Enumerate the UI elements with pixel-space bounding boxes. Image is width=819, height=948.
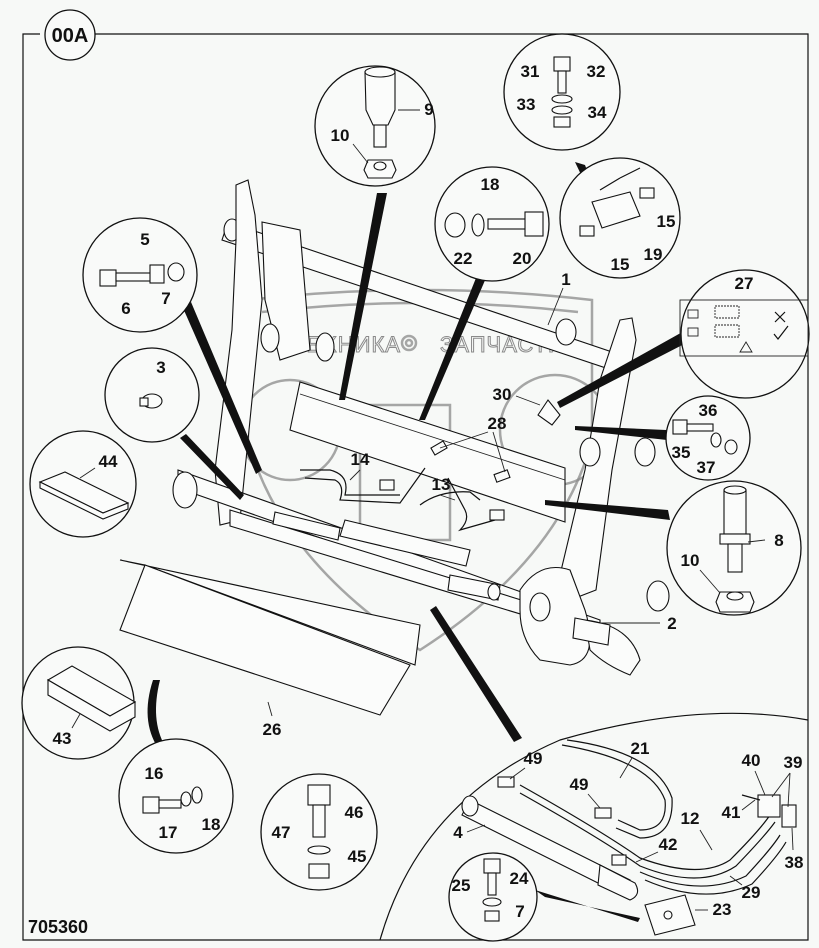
- callout-43: 43: [21, 646, 137, 760]
- label-4: 4: [453, 823, 463, 842]
- callout-24: 25 24 7: [448, 852, 538, 942]
- label-9: 9: [424, 100, 433, 119]
- label-1: 1: [561, 270, 570, 289]
- callout-19: 15 19 15: [559, 157, 681, 279]
- label-16: 16: [145, 764, 164, 783]
- label-15-right: 15: [657, 212, 676, 231]
- main-labels: 1 2 13 14 26 28 30: [263, 270, 677, 739]
- label-36: 36: [699, 401, 718, 420]
- drawing-frame: [22, 33, 809, 941]
- check-icon: [773, 325, 789, 340]
- label-42: 42: [659, 835, 678, 854]
- callout-3: 3: [104, 347, 200, 443]
- label-45: 45: [348, 847, 367, 866]
- bucket-detached-icon: [687, 309, 699, 319]
- label-38: 38: [785, 853, 804, 872]
- gear-icon: [400, 334, 418, 352]
- callout-5: 5 6 7: [82, 217, 198, 333]
- label-22: 22: [454, 249, 473, 268]
- callout-9: 9 10: [314, 65, 436, 187]
- quick-hitch-frame: [119, 179, 670, 716]
- label-27: 27: [735, 274, 754, 293]
- label-7-b: 7: [515, 902, 524, 921]
- label-8: 8: [774, 531, 783, 550]
- hose-kit-labels: 49 49 21 4 42 12 41 40 39 38 29 23: [453, 739, 803, 919]
- label-49-b: 49: [570, 775, 589, 794]
- callout-8: 8 10: [666, 480, 802, 616]
- callout-36: 36 35 37: [665, 395, 751, 481]
- label-49-a: 49: [524, 749, 543, 768]
- label-44: 44: [99, 452, 118, 471]
- section-badge: 00A: [44, 9, 96, 61]
- cross-icon: [774, 311, 786, 323]
- decal-27: [687, 305, 789, 353]
- hose-kit-detail: [379, 712, 809, 941]
- label-10-b: 10: [681, 551, 700, 570]
- label-41: 41: [722, 803, 741, 822]
- label-15-left: 15: [611, 255, 630, 274]
- label-13: 13: [432, 475, 451, 494]
- label-26: 26: [263, 720, 282, 739]
- callout-16: 16 17 18: [118, 738, 234, 854]
- bucket-attached-icon: [687, 327, 699, 337]
- label-12: 12: [681, 809, 700, 828]
- warning-triangle-icon: [739, 341, 753, 353]
- label-28: 28: [488, 414, 507, 433]
- label-29: 29: [742, 883, 761, 902]
- callout-pointers: [147, 162, 692, 922]
- label-18-b: 18: [202, 815, 221, 834]
- section-badge-text: 00A: [52, 25, 89, 47]
- drawing-number: 705360: [28, 917, 88, 937]
- label-20: 20: [513, 249, 532, 268]
- label-40: 40: [742, 751, 761, 770]
- label-24: 24: [510, 869, 529, 888]
- label-47: 47: [272, 823, 291, 842]
- callout-31: 31 32 33 34: [503, 33, 621, 151]
- callout-27: 27: [679, 269, 810, 399]
- label-33: 33: [517, 95, 536, 114]
- label-17: 17: [159, 823, 178, 842]
- label-46: 46: [345, 803, 364, 822]
- label-19: 19: [644, 245, 663, 264]
- label-5: 5: [140, 230, 149, 249]
- label-18: 18: [481, 175, 500, 194]
- label-21: 21: [631, 739, 650, 758]
- label-25: 25: [452, 876, 471, 895]
- label-7: 7: [161, 289, 170, 308]
- label-30: 30: [493, 385, 512, 404]
- callout-18: 18 22 20: [434, 166, 550, 282]
- callout-46: 46 47 45: [260, 773, 378, 891]
- label-6: 6: [121, 299, 130, 318]
- label-2: 2: [667, 614, 676, 633]
- label-43: 43: [53, 729, 72, 748]
- label-23: 23: [713, 900, 732, 919]
- label-14: 14: [351, 450, 370, 469]
- label-34: 34: [588, 103, 607, 122]
- label-3: 3: [156, 358, 165, 377]
- label-37: 37: [697, 458, 716, 477]
- label-32: 32: [587, 62, 606, 81]
- callout-44: 44: [29, 430, 137, 538]
- label-10: 10: [331, 126, 350, 145]
- label-31: 31: [521, 62, 540, 81]
- label-35: 35: [672, 443, 691, 462]
- label-39: 39: [784, 753, 803, 772]
